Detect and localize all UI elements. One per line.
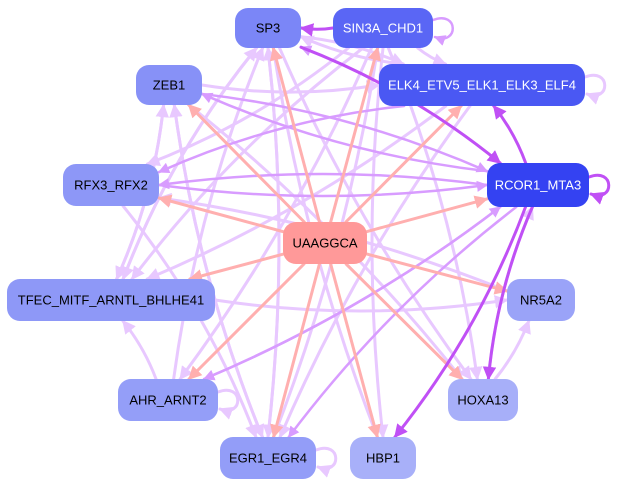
node-elk4-etv5-elk1-elk3-elf4[interactable]: ELK4_ETV5_ELK1_ELK3_ELF4	[379, 64, 585, 106]
node-box[interactable]	[118, 379, 218, 421]
node-label: HBP1	[366, 451, 400, 466]
edge-sp3-to-hoxa13	[278, 46, 473, 381]
node-box[interactable]	[235, 8, 301, 48]
edge-egr1-egr4-to-egr1-egr4	[314, 446, 338, 478]
node-box[interactable]	[487, 163, 589, 207]
edge-rfx3-rfx2-to-rcor1-mta3	[157, 180, 489, 198]
node-uaaggca[interactable]: UAAGGCA	[283, 222, 367, 264]
node-box[interactable]	[448, 379, 518, 421]
node-label: RCOR1_MTA3	[495, 178, 581, 193]
node-label: UAAGGCA	[292, 236, 357, 251]
edge-uaaggca-to-ahr-arnt2	[187, 262, 306, 381]
node-box[interactable]	[379, 64, 585, 106]
edge-ahr-arnt2-to-ahr-arnt2	[216, 388, 240, 420]
node-rfx3-rfx2[interactable]: RFX3_RFX2	[63, 164, 159, 206]
node-label: RFX3_RFX2	[74, 178, 148, 193]
edge-uaaggca-to-zeb1	[187, 103, 306, 224]
edge-hoxa13-to-nr5a2	[493, 319, 531, 381]
node-ahr-arnt2[interactable]: AHR_ARNT2	[118, 379, 218, 421]
edges-layer	[115, 17, 611, 478]
node-label: NR5A2	[520, 293, 562, 308]
node-tfec-mitf-arntl-bhlhe41[interactable]: TFEC_MITF_ARNTL_BHLHE41	[7, 279, 215, 321]
node-box[interactable]	[63, 164, 159, 206]
node-label: SP3	[256, 21, 281, 36]
edge-sin3a-chd1-to-sp3	[299, 23, 335, 37]
node-zeb1[interactable]: ZEB1	[136, 65, 202, 105]
edge-tfec-mitf-arntl-bhlhe41-to-nr5a2	[213, 295, 509, 313]
edge-elk4-etv5-elk1-elk3-elf4-to-rfx3-rfx2	[157, 104, 406, 174]
edge-rcor1-mta3-to-zeb1	[200, 92, 489, 173]
edge-uaaggca-to-elk4-etv5-elk1-elk3-elf4	[344, 104, 463, 224]
node-label: EGR1_EGR4	[229, 451, 307, 466]
node-box[interactable]	[283, 222, 367, 264]
edge-uaaggca-to-egr1-egr4	[270, 262, 321, 439]
node-sp3[interactable]: SP3	[235, 8, 301, 48]
node-label: ELK4_ETV5_ELK1_ELK3_ELF4	[388, 78, 576, 93]
edge-sin3a-chd1-to-sin3a-chd1	[431, 17, 454, 46]
edge-uaaggca-to-rcor1-mta3	[365, 195, 489, 234]
edge-sin3a-chd1-to-elk4-etv5-elk1-elk3-elf4	[416, 46, 448, 66]
edge-rcor1-mta3-to-elk4-etv5-elk1-elk3-elf4	[492, 104, 528, 165]
node-box[interactable]	[333, 8, 433, 48]
node-label: AHR_ARNT2	[129, 393, 206, 408]
node-box[interactable]	[350, 437, 416, 479]
node-box[interactable]	[7, 279, 215, 321]
node-box[interactable]	[136, 65, 202, 105]
edge-egr1-egr4-to-sp3	[262, 46, 281, 439]
node-box[interactable]	[220, 437, 316, 479]
edge-rcor1-mta3-to-hbp1	[393, 205, 528, 439]
node-egr1-egr4[interactable]: EGR1_EGR4	[220, 437, 316, 479]
edge-zeb1-to-rcor1-mta3	[200, 92, 489, 173]
edge-ahr-arnt2-to-rcor1-mta3	[202, 205, 502, 381]
edge-uaaggca-to-hbp1	[329, 262, 381, 439]
node-sin3a-chd1[interactable]: SIN3A_CHD1	[333, 8, 433, 48]
edge-uaaggca-to-nr5a2	[365, 252, 509, 295]
edge-uaaggca-to-rfx3-rfx2	[157, 194, 285, 234]
node-rcor1-mta3[interactable]: RCOR1_MTA3	[487, 163, 589, 207]
edge-uaaggca-to-sp3	[269, 46, 321, 224]
edge-ahr-arnt2-to-tfec-mitf-arntl-bhlhe41	[121, 319, 158, 381]
node-label: HOXA13	[457, 393, 508, 408]
node-label: ZEB1	[153, 78, 186, 93]
edge-uaaggca-to-hoxa13	[344, 262, 464, 381]
node-hbp1[interactable]: HBP1	[350, 437, 416, 479]
edge-uaaggca-to-tfec-mitf-arntl-bhlhe41	[188, 252, 285, 283]
node-nr5a2[interactable]: NR5A2	[507, 279, 575, 321]
node-hoxa13[interactable]: HOXA13	[448, 379, 518, 421]
edge-elk4-etv5-elk1-elk3-elf4-to-elk4-etv5-elk1-elk3-elf4	[583, 73, 607, 105]
node-box[interactable]	[507, 279, 575, 321]
node-label: SIN3A_CHD1	[343, 21, 423, 36]
edge-tfec-mitf-arntl-bhlhe41-to-sp3	[121, 46, 258, 281]
node-label: TFEC_MITF_ARNTL_BHLHE41	[18, 293, 204, 308]
edge-rcor1-mta3-to-hoxa13	[482, 205, 534, 381]
edge-rcor1-mta3-to-rfx3-rfx2	[157, 172, 489, 190]
edge-rcor1-mta3-to-rcor1-mta3	[587, 173, 611, 205]
